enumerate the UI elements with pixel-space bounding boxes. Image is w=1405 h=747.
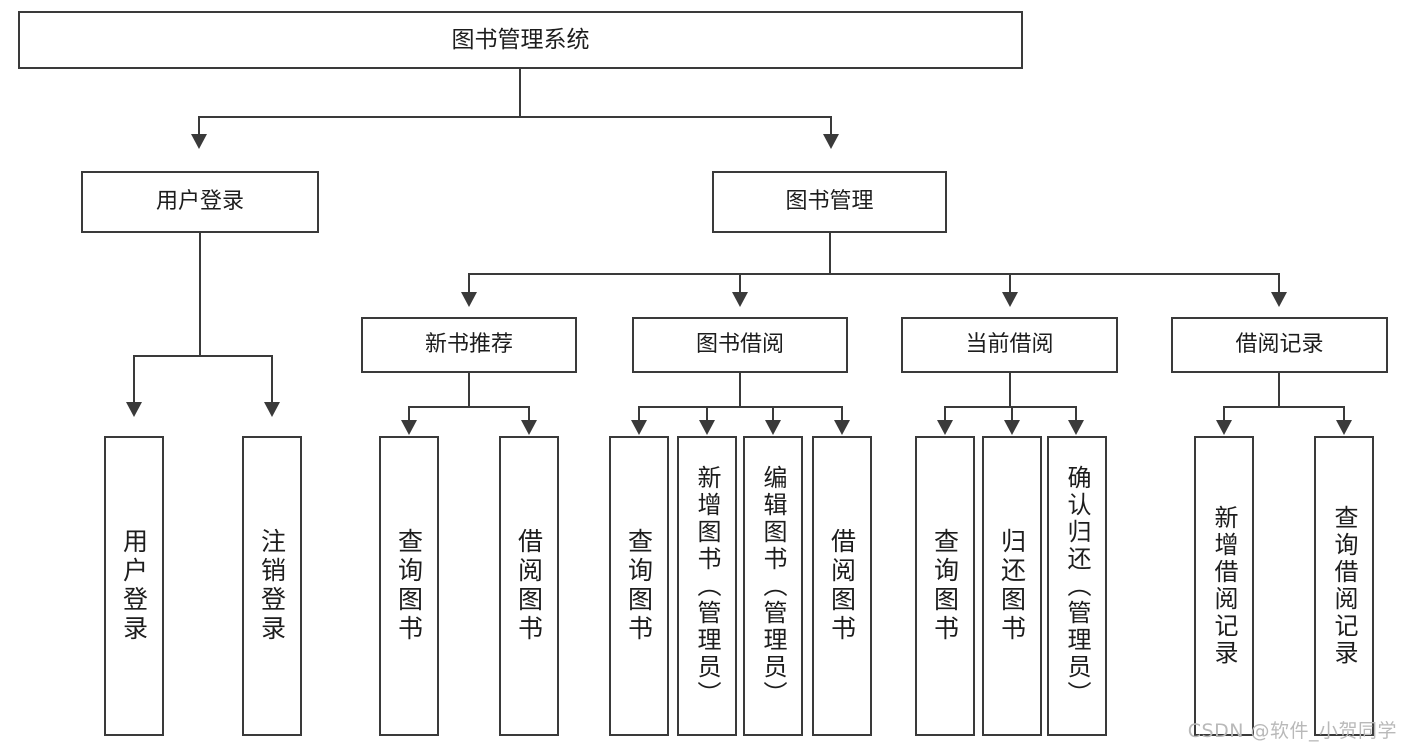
leaf-query-borrow-record[interactable]: 查询借阅记录 bbox=[1314, 436, 1374, 736]
leaf-add-borrow-record[interactable]: 新增借阅记录 bbox=[1194, 436, 1254, 736]
node-book-borrow[interactable]: 图书借阅 bbox=[632, 317, 848, 373]
leaf-return-book[interactable]: 归还图书 bbox=[982, 436, 1042, 736]
arrow-to-leaf-borrow-book-nb bbox=[521, 420, 537, 435]
connector-bookborrow-drop-2 bbox=[706, 406, 708, 422]
leaf-borrow-book-newbook[interactable]: 借阅图书 bbox=[499, 436, 559, 736]
connector-currentborrow-drop-1 bbox=[944, 406, 946, 422]
arrow-to-leaf-confirm-return bbox=[1068, 420, 1084, 435]
connector-currentborrow-drop-3 bbox=[1075, 406, 1077, 422]
arrow-to-leaf-return-book bbox=[1004, 420, 1020, 435]
connector-userlogin-stem bbox=[199, 233, 201, 356]
leaf-borrow-book-bookborrow[interactable]: 借阅图书 bbox=[812, 436, 872, 736]
node-label: 用户登录 bbox=[155, 189, 244, 215]
arrow-to-current-borrow bbox=[1002, 292, 1018, 307]
node-label: 借阅图书 bbox=[514, 528, 544, 644]
node-book-manage[interactable]: 图书管理 bbox=[712, 171, 947, 233]
connector-userlogin-drop-1 bbox=[133, 355, 135, 405]
node-label: 编辑图书（管理员） bbox=[759, 464, 787, 708]
arrow-to-user-login bbox=[191, 134, 207, 149]
leaf-query-book-bookborrow[interactable]: 查询图书 bbox=[609, 436, 669, 736]
node-label: 新增图书（管理员） bbox=[693, 464, 721, 708]
arrow-to-leaf-logout bbox=[264, 402, 280, 417]
node-label: 图书管理系统 bbox=[451, 26, 590, 53]
node-label: 借阅图书 bbox=[827, 528, 857, 644]
connector-borrowrecord-drop-1 bbox=[1223, 406, 1225, 422]
connector-tier1-drop-2 bbox=[830, 116, 832, 136]
arrow-to-book-borrow bbox=[732, 292, 748, 307]
node-label: 确认归还（管理员） bbox=[1063, 464, 1091, 708]
connector-newbook-drop-1 bbox=[408, 406, 410, 422]
node-label: 当前借阅 bbox=[965, 332, 1054, 358]
node-borrow-record[interactable]: 借阅记录 bbox=[1171, 317, 1388, 373]
leaf-user-login[interactable]: 用户登录 bbox=[104, 436, 164, 736]
arrow-to-leaf-borrow-book-bb bbox=[834, 420, 850, 435]
connector-currentborrow-bus bbox=[944, 406, 1077, 408]
leaf-edit-book-admin[interactable]: 编辑图书（管理员） bbox=[743, 436, 803, 736]
connector-borrowrecord-stem bbox=[1278, 373, 1280, 407]
node-label: 查询图书 bbox=[394, 528, 424, 644]
arrow-to-borrow-record bbox=[1271, 292, 1287, 307]
leaf-confirm-return-admin[interactable]: 确认归还（管理员） bbox=[1047, 436, 1107, 736]
arrow-to-book-manage bbox=[823, 134, 839, 149]
node-label: 注销登录 bbox=[257, 528, 287, 644]
connector-newbook-stem bbox=[468, 373, 470, 407]
arrow-to-leaf-query-book-nb bbox=[401, 420, 417, 435]
arrow-to-leaf-user-login bbox=[126, 402, 142, 417]
connector-newbook-bus bbox=[408, 406, 530, 408]
node-user-login[interactable]: 用户登录 bbox=[81, 171, 319, 233]
node-label: 新增借阅记录 bbox=[1210, 505, 1238, 667]
arrow-to-leaf-query-book-cb bbox=[937, 420, 953, 435]
connector-bookborrow-stem bbox=[739, 373, 741, 407]
connector-tier2-bus bbox=[468, 273, 1280, 275]
arrow-to-leaf-query-book-bb bbox=[631, 420, 647, 435]
connector-tier1-drop-1 bbox=[198, 116, 200, 136]
connector-root-stem bbox=[519, 69, 521, 117]
connector-bookborrow-drop-1 bbox=[638, 406, 640, 422]
leaf-query-book-currentborrow[interactable]: 查询图书 bbox=[915, 436, 975, 736]
connector-tier2-drop-2 bbox=[739, 273, 741, 295]
connector-tier2-drop-4 bbox=[1278, 273, 1280, 295]
connector-userlogin-drop-2 bbox=[271, 355, 273, 405]
node-current-borrow[interactable]: 当前借阅 bbox=[901, 317, 1118, 373]
connector-borrowrecord-bus bbox=[1223, 406, 1345, 408]
arrow-to-new-book bbox=[461, 292, 477, 307]
connector-newbook-drop-2 bbox=[528, 406, 530, 422]
connector-bookborrow-bus bbox=[638, 406, 843, 408]
node-label: 查询图书 bbox=[930, 528, 960, 644]
connector-borrowrecord-drop-2 bbox=[1343, 406, 1345, 422]
leaf-logout[interactable]: 注销登录 bbox=[242, 436, 302, 736]
node-label: 借阅记录 bbox=[1235, 332, 1324, 358]
connector-currentborrow-stem bbox=[1009, 373, 1011, 407]
node-root-system[interactable]: 图书管理系统 bbox=[18, 11, 1023, 69]
node-label: 查询借阅记录 bbox=[1330, 505, 1358, 667]
node-label: 用户登录 bbox=[119, 528, 149, 644]
connector-bookborrow-drop-4 bbox=[841, 406, 843, 422]
connector-bookmanage-stem bbox=[829, 233, 831, 274]
leaf-query-book-newbook[interactable]: 查询图书 bbox=[379, 436, 439, 736]
arrow-to-leaf-edit-book bbox=[765, 420, 781, 435]
leaf-add-book-admin[interactable]: 新增图书（管理员） bbox=[677, 436, 737, 736]
watermark-text: CSDN @软件_小贺同学 bbox=[1187, 720, 1397, 742]
node-label: 图书借阅 bbox=[695, 332, 784, 358]
node-new-book-recommend[interactable]: 新书推荐 bbox=[361, 317, 577, 373]
connector-userlogin-bus bbox=[133, 355, 273, 357]
arrow-to-leaf-add-record bbox=[1216, 420, 1232, 435]
connector-tier1-bus bbox=[198, 116, 832, 118]
connector-currentborrow-drop-2 bbox=[1011, 406, 1013, 422]
connector-bookborrow-drop-3 bbox=[772, 406, 774, 422]
node-label: 新书推荐 bbox=[424, 332, 513, 358]
connector-tier2-drop-3 bbox=[1009, 273, 1011, 295]
arrow-to-leaf-query-record bbox=[1336, 420, 1352, 435]
node-label: 查询图书 bbox=[624, 528, 654, 644]
connector-tier2-drop-1 bbox=[468, 273, 470, 295]
arrow-to-leaf-add-book bbox=[699, 420, 715, 435]
node-label: 归还图书 bbox=[997, 528, 1027, 644]
node-label: 图书管理 bbox=[785, 189, 874, 215]
